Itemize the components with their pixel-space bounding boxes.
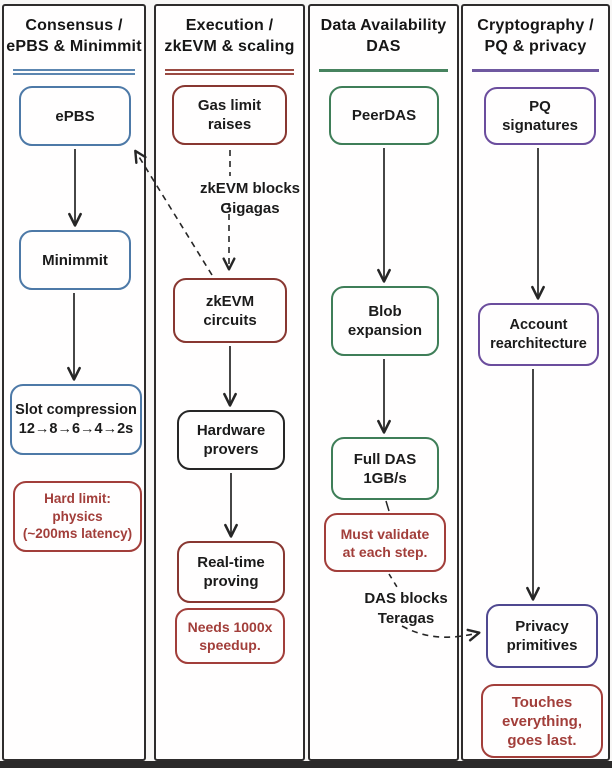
node-label-line: Real-time (197, 554, 265, 571)
node-pq-signatures: PQ signatures (484, 87, 596, 145)
column-title-line: Consensus / (25, 17, 123, 34)
title-underline (472, 69, 599, 72)
column-title: Cryptography / PQ & privacy (463, 15, 608, 57)
node-label-line: Minimmit (42, 251, 108, 269)
note-label-line: Needs 1000x (187, 619, 273, 635)
title-underline (13, 69, 135, 75)
note-touches-everything: Touches everything, goes last. (481, 684, 603, 758)
column-title: Execution / zkEVM & scaling (156, 15, 303, 57)
node-label-line: Account (509, 316, 568, 333)
column-title-line: DAS (366, 38, 401, 55)
node-label-line: signatures (502, 117, 578, 134)
node-label-line: ePBS (55, 107, 95, 125)
title-underline (319, 69, 448, 72)
note-label-line: Must validate (340, 525, 430, 542)
edge-label-line: Teragas (377, 610, 435, 627)
node-label-line: 12→8→6→4→2s (18, 420, 134, 437)
node-peerdas: PeerDAS (329, 86, 439, 145)
node-account-rearchitecture: Account rearchitecture (478, 303, 599, 366)
node-real-time-proving: Real-time proving (177, 541, 285, 603)
note-label-line: Touches (511, 693, 573, 711)
note-label-line: everything, (501, 712, 583, 730)
column-title-line: ePBS & Minimmit (6, 38, 142, 55)
label-das-blocks-teragas: DAS blocks Teragas (350, 589, 462, 629)
node-label-line: rearchitecture (490, 335, 587, 352)
note-label-line: speedup. (199, 637, 261, 653)
node-label-line: provers (203, 441, 259, 458)
note-label-line: Hard limit: (44, 491, 111, 507)
node-label-line: Blob (368, 303, 402, 320)
node-label-line: Hardware (196, 422, 266, 439)
node-epbs: ePBS (19, 86, 131, 146)
note-needs-speedup: Needs 1000x speedup. (175, 608, 285, 664)
node-label-line: circuits (203, 311, 257, 329)
edge-label-line: zkEVM blocks (199, 180, 301, 197)
edge-label-line: DAS blocks (364, 590, 448, 607)
column-title-line: Execution / (185, 17, 274, 34)
note-label-line: (~200ms latency) (22, 526, 133, 542)
edge-label-line: Gigagas (220, 200, 280, 217)
node-gas-limit-raises: Gas limit raises (172, 85, 287, 145)
note-must-validate: Must validate at each step. (324, 513, 446, 572)
node-label-line: raises (207, 116, 252, 133)
column-title-line: PQ & privacy (484, 38, 587, 55)
note-label-line: at each step. (342, 543, 428, 560)
node-label-line: proving (203, 573, 259, 590)
column-title-line: Data Availability (320, 17, 447, 34)
column-title: Data Availability DAS (310, 15, 457, 57)
node-label-line: PQ (529, 98, 551, 115)
column-title-line: zkEVM & scaling (164, 38, 295, 55)
node-label-line: Full DAS (353, 450, 417, 468)
title-underline (165, 69, 294, 75)
node-hardware-provers: Hardware provers (177, 410, 285, 470)
node-blob-expansion: Blob expansion (331, 286, 439, 356)
node-label-line: zkEVM (205, 292, 255, 310)
node-label-line: Gas limit (197, 97, 262, 114)
note-label-line: physics (52, 508, 103, 524)
node-label-line: expansion (347, 322, 423, 339)
node-slot-compression: Slot compression 12→8→6→4→2s (10, 384, 142, 455)
column-title-line: Cryptography / (477, 17, 594, 34)
note-label-line: goes last. (507, 731, 577, 749)
column-title: Consensus / ePBS & Minimmit (4, 15, 144, 57)
node-label-line: primitives (506, 637, 578, 654)
node-privacy-primitives: Privacy primitives (486, 604, 598, 668)
node-label-line: Slot compression (15, 401, 137, 418)
node-minimmit: Minimmit (19, 230, 131, 290)
bottom-bar (0, 761, 612, 768)
node-zkevm-circuits: zkEVM circuits (173, 278, 287, 343)
node-full-das: Full DAS 1GB/s (331, 437, 439, 500)
node-label-line: PeerDAS (351, 107, 417, 124)
label-zkevm-blocks-gigagas: zkEVM blocks Gigagas (188, 179, 312, 219)
note-hard-limit: Hard limit: physics (~200ms latency) (13, 481, 142, 552)
node-label-line: Privacy (515, 618, 569, 635)
node-label-line: 1GB/s (363, 469, 407, 487)
